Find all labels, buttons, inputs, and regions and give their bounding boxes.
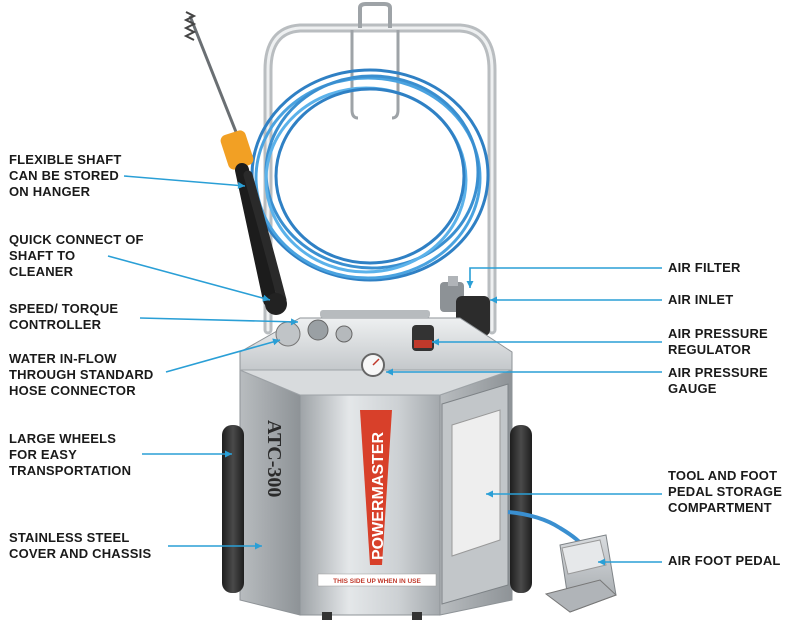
label-air-foot-pedal: AIR FOOT PEDAL: [668, 553, 781, 568]
top-controls: [275, 310, 434, 351]
leader-water-inflow: [165, 339, 281, 373]
leader-speed-torque-arrowhead: [290, 318, 298, 326]
base-notice-text: THIS SIDE UP WHEN IN USE: [333, 578, 421, 585]
leader-air-inlet-arrowhead: [490, 296, 497, 304]
leader-flexible-shaft-arrowhead: [237, 181, 245, 189]
brand-stripe: [360, 410, 392, 565]
leader-speed-torque: [139, 317, 299, 323]
foot-pedal: [544, 534, 617, 613]
leader-air-filter-arrowhead: [466, 281, 474, 288]
pressure-gauge: [361, 353, 385, 377]
label-flexible-shaft: FLEXIBLE SHAFT CAN BE STORED ON HANGER: [9, 152, 122, 199]
storage-compartment-door: [441, 383, 509, 605]
brand-logo-text: POWERMASTER: [370, 432, 387, 560]
flexible-shaft: [183, 11, 287, 315]
leader-air-filter: [469, 267, 662, 288]
label-water-inflow: WATER IN-FLOW THROUGH STANDARD HOSE CONN…: [9, 351, 154, 398]
label-air-inlet: AIR INLET: [668, 292, 734, 307]
leader-flexible-shaft: [123, 175, 246, 187]
label-stainless-steel: STAINLESS STEEL COVER AND CHASSIS: [9, 530, 152, 561]
leader-storage-compartment-arrowhead: [486, 490, 493, 498]
left-wheel: [222, 425, 244, 593]
label-quick-connect: QUICK CONNECT OF SHAFT TO CLEANER: [9, 232, 144, 279]
coiled-air-hose: [250, 68, 490, 282]
leader-stainless-steel-arrowhead: [255, 542, 262, 550]
leader-lines: [107, 175, 662, 566]
right-wheel: [510, 425, 532, 593]
leader-large-wheels-arrowhead: [225, 450, 232, 458]
label-large-wheels: LARGE WHEELS FOR EASY TRANSPORTATION: [9, 431, 132, 478]
handle-frame: [263, 2, 497, 335]
label-air-filter: AIR FILTER: [668, 260, 741, 275]
leader-air-pressure-regulator-arrowhead: [432, 338, 439, 346]
leader-quick-connect: [107, 255, 271, 301]
label-air-pressure-regulator: AIR PRESSURE REGULATOR: [668, 326, 768, 357]
model-label: ATC-300: [263, 420, 285, 497]
leader-air-foot-pedal-arrowhead: [598, 558, 605, 566]
leader-quick-connect-arrowhead: [262, 294, 270, 302]
leader-water-inflow-arrowhead: [272, 338, 280, 346]
leader-air-pressure-gauge-arrowhead: [386, 368, 393, 376]
label-storage-compartment: TOOL AND FOOT PEDAL STORAGE COMPARTMENT: [668, 468, 783, 515]
label-air-pressure-gauge: AIR PRESSURE GAUGE: [668, 365, 768, 396]
label-speed-torque: SPEED/ TORQUE CONTROLLER: [9, 301, 119, 332]
